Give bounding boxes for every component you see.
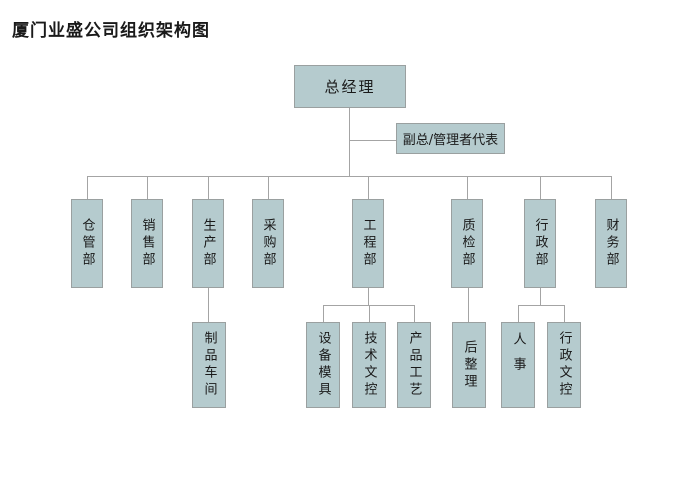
connector-stub-purchasing	[268, 176, 269, 199]
connector-stub-finance	[611, 176, 612, 199]
node-label: 副总/管理者代表	[402, 133, 499, 148]
connector-deputy-branch	[350, 140, 396, 141]
node-label: 人事	[510, 332, 526, 382]
connector-engineering-drop	[368, 288, 369, 305]
node-sub-finishing: 后整理	[452, 322, 486, 408]
node-label: 产品工艺	[406, 331, 422, 399]
node-sub-equipment-mold: 设备模具	[306, 322, 340, 408]
page-title: 厦门业盛公司组织架构图	[12, 21, 210, 41]
node-sub-product-workshop: 制品车间	[192, 322, 226, 408]
node-deputy-management-rep: 副总/管理者代表	[396, 123, 505, 154]
node-label: 销售部	[139, 218, 155, 269]
node-dept-admin: 行政部	[524, 199, 556, 288]
node-dept-qc: 质检部	[451, 199, 483, 288]
connector-admin-drop	[540, 288, 541, 305]
node-label: 行政文控	[556, 331, 572, 399]
node-dept-sales: 销售部	[131, 199, 163, 288]
node-label: 财务部	[603, 218, 619, 269]
connector-qc-drop	[468, 288, 469, 322]
connector-stub-tech-doc-control	[369, 305, 370, 322]
node-sub-product-process: 产品工艺	[397, 322, 431, 408]
node-dept-finance: 财务部	[595, 199, 627, 288]
connector-stub-admin	[540, 176, 541, 199]
connector-main-rail	[87, 176, 612, 177]
connector-stub-hr	[518, 305, 519, 322]
connector-stub-product-process	[414, 305, 415, 322]
node-dept-purchasing: 采购部	[252, 199, 284, 288]
node-label: 设备模具	[315, 331, 331, 399]
node-sub-hr: 人事	[501, 322, 535, 408]
connector-stub-sales	[147, 176, 148, 199]
node-label: 仓管部	[79, 218, 95, 269]
connector-production-drop	[208, 288, 209, 322]
node-label: 工程部	[360, 218, 376, 269]
node-label: 行政部	[532, 218, 548, 269]
connector-stub-admin-doc-control	[564, 305, 565, 322]
connector-stub-warehouse	[87, 176, 88, 199]
connector-root-drop	[349, 108, 350, 176]
node-dept-production: 生产部	[192, 199, 224, 288]
node-label: 制品车间	[201, 331, 217, 399]
node-label: 生产部	[200, 218, 216, 269]
node-sub-admin-doc-control: 行政文控	[547, 322, 581, 408]
node-dept-engineering: 工程部	[352, 199, 384, 288]
connector-stub-production	[208, 176, 209, 199]
connector-stub-equipment-mold	[323, 305, 324, 322]
node-dept-warehouse: 仓管部	[71, 199, 103, 288]
connector-stub-engineering	[368, 176, 369, 199]
connector-stub-qc	[467, 176, 468, 199]
node-label: 总经理	[324, 78, 376, 96]
node-label: 采购部	[260, 218, 276, 269]
node-label: 后整理	[461, 339, 477, 391]
node-general-manager: 总经理	[294, 65, 406, 108]
connector-admin-rail	[518, 305, 565, 306]
node-label: 质检部	[459, 218, 475, 269]
node-sub-tech-doc-control: 技术文控	[352, 322, 386, 408]
node-label: 技术文控	[361, 331, 377, 399]
